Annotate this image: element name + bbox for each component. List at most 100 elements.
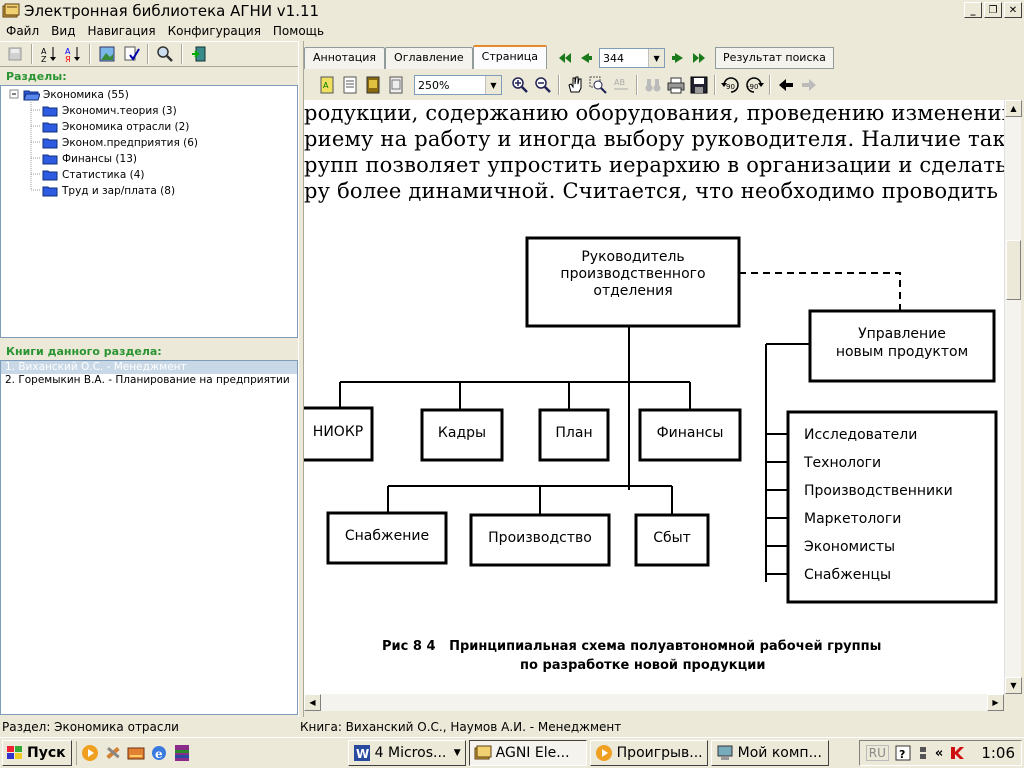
tree-item-label: Труд и зар/плата (8) [62,185,176,197]
status-bar: Раздел: Экономика отрасли Книга: Виханск… [0,718,1024,736]
svg-text:A: A [41,47,47,56]
menu-help[interactable]: Помощь [272,24,325,38]
prev-page-icon[interactable] [575,47,595,69]
page-dark-icon[interactable] [362,74,384,96]
zoom-combo[interactable]: 250% ▼ [414,75,502,95]
task-label: AGNI Ele... [495,745,570,761]
task-my-computer[interactable]: Мой комп... [710,740,829,766]
menu-navigation[interactable]: Навигация [87,24,156,38]
vertical-scrollbar[interactable]: ▲ ▼ [1004,100,1022,694]
expand-tray-icon[interactable]: « [934,745,944,761]
text-select-icon: AB [610,74,632,96]
exit-icon[interactable] [188,43,210,65]
document-text: родукции, содержанию оборудования, прове… [304,100,1004,204]
tools-icon[interactable] [103,743,123,763]
next-page-icon[interactable] [669,47,689,69]
folder-icon [42,138,58,149]
box-personnel: Кадры [438,425,486,441]
head-box-line1: Руководитель [581,249,684,265]
find-icon[interactable] [154,43,176,65]
box-niokr: НИОКР [313,424,363,440]
scroll-up-icon[interactable]: ▲ [1005,100,1022,117]
back-arrow-icon[interactable] [775,74,797,96]
tree-root-economics[interactable]: Экономика (55) [23,87,129,103]
svg-text:e: e [155,747,163,761]
books-header: Книги данного раздела: [6,345,162,358]
tree-item-label: Экономика отрасли (2) [62,121,190,133]
tab-page[interactable]: Страница [472,45,548,69]
book-item[interactable]: 2. Горемыкин В.А. - Планирование на пред… [5,374,290,386]
tree-item-enterprise-economics[interactable]: Эконом.предприятия (6) [42,135,198,151]
horizontal-scrollbar[interactable]: ◀ ▶ [304,694,1004,711]
task-word[interactable]: W 4 Micros... ▼ [347,740,466,766]
scroll-right-icon[interactable]: ▶ [987,694,1004,711]
save-icon[interactable] [688,74,710,96]
search-result-button[interactable]: Результат поиска [715,47,834,69]
close-button[interactable]: ✕ [1004,2,1022,18]
view-tabs-bar: Аннотация Оглавление Страница 344 ▼ Резу… [304,43,1024,69]
scroll-down-icon[interactable]: ▼ [1005,677,1022,694]
edit-check-icon[interactable] [120,43,142,65]
computer-icon [717,745,733,760]
last-page-icon[interactable] [689,47,709,69]
hand-pan-icon[interactable] [564,74,586,96]
start-button[interactable]: Пуск [2,740,72,766]
restore-button[interactable]: ❐ [984,2,1002,18]
svg-text:?: ? [899,748,905,761]
task-player[interactable]: Проигрыв... [589,740,708,766]
disk-icon[interactable] [4,43,26,65]
tree-item-label: Эконом.предприятия (6) [62,137,199,149]
print-icon[interactable] [665,74,687,96]
archive-icon[interactable] [172,743,192,763]
quick-launch: e [75,741,192,765]
chevron-down-icon[interactable]: ▼ [485,76,501,94]
start-label: Пуск [27,745,66,761]
language-indicator[interactable]: RU [865,745,889,761]
task-agni[interactable]: AGNI Ele... [468,740,587,766]
page-number-combo[interactable]: 344 ▼ [599,48,666,68]
book-item-selected[interactable]: 1. Виханский О.С. - Менеджмент [1,361,297,374]
media-player-icon[interactable] [80,743,100,763]
figure-caption-line2: по разработке новой продукции [520,658,765,673]
vertical-scroll-thumb[interactable] [1006,240,1021,300]
open-folder-icon [23,90,40,101]
rotate-right-icon[interactable]: -90 [743,74,765,96]
tab-contents[interactable]: Оглавление [385,47,473,69]
panel-splitter[interactable] [298,41,304,717]
first-page-icon[interactable] [555,47,575,69]
rotate-left-icon[interactable]: 90 [720,74,742,96]
network-icon[interactable] [917,745,929,761]
document-page-view[interactable]: родукции, содержанию оборудования, прове… [304,100,1004,694]
tree-item-finance[interactable]: Финансы (13) [42,151,137,167]
drive-icon[interactable] [126,743,146,763]
internet-explorer-icon[interactable]: e [149,743,169,763]
picture-icon[interactable] [96,43,118,65]
menu-configuration[interactable]: Конфигурация [167,24,261,38]
tree-item-industry-economics[interactable]: Экономика отрасли (2) [42,119,189,135]
help-icon[interactable]: ? [895,745,911,761]
tree-item-economic-theory[interactable]: Экономич.теория (3) [42,103,177,119]
folder-icon [42,106,58,117]
menu-view[interactable]: Вид [51,24,76,38]
clock: 1:06 [981,744,1015,762]
product-mgmt-line2: новым продуктом [836,344,968,360]
zoom-out-icon[interactable] [532,74,554,96]
chevron-down-icon[interactable]: ▼ [648,49,665,67]
menu-file[interactable]: Файл [6,24,40,38]
page-text-icon[interactable] [339,74,361,96]
text-line: родукции, содержанию оборудования, прове… [304,101,1004,125]
antivirus-icon[interactable] [949,745,965,761]
tree-item-labor-salary[interactable]: Труд и зар/плата (8) [42,183,175,199]
scroll-left-icon[interactable]: ◀ [304,694,321,711]
svg-text:A: A [65,47,71,56]
page-outline-icon[interactable] [385,74,407,96]
page-yellow-icon[interactable]: A [316,74,338,96]
tab-annotation[interactable]: Аннотация [304,47,386,69]
tree-item-statistics[interactable]: Статистика (4) [42,167,145,183]
zoom-select-icon[interactable] [587,74,609,96]
minimize-button[interactable]: _ [964,2,982,18]
zoom-in-icon[interactable] [509,74,531,96]
svg-text:AB: AB [614,78,625,87]
